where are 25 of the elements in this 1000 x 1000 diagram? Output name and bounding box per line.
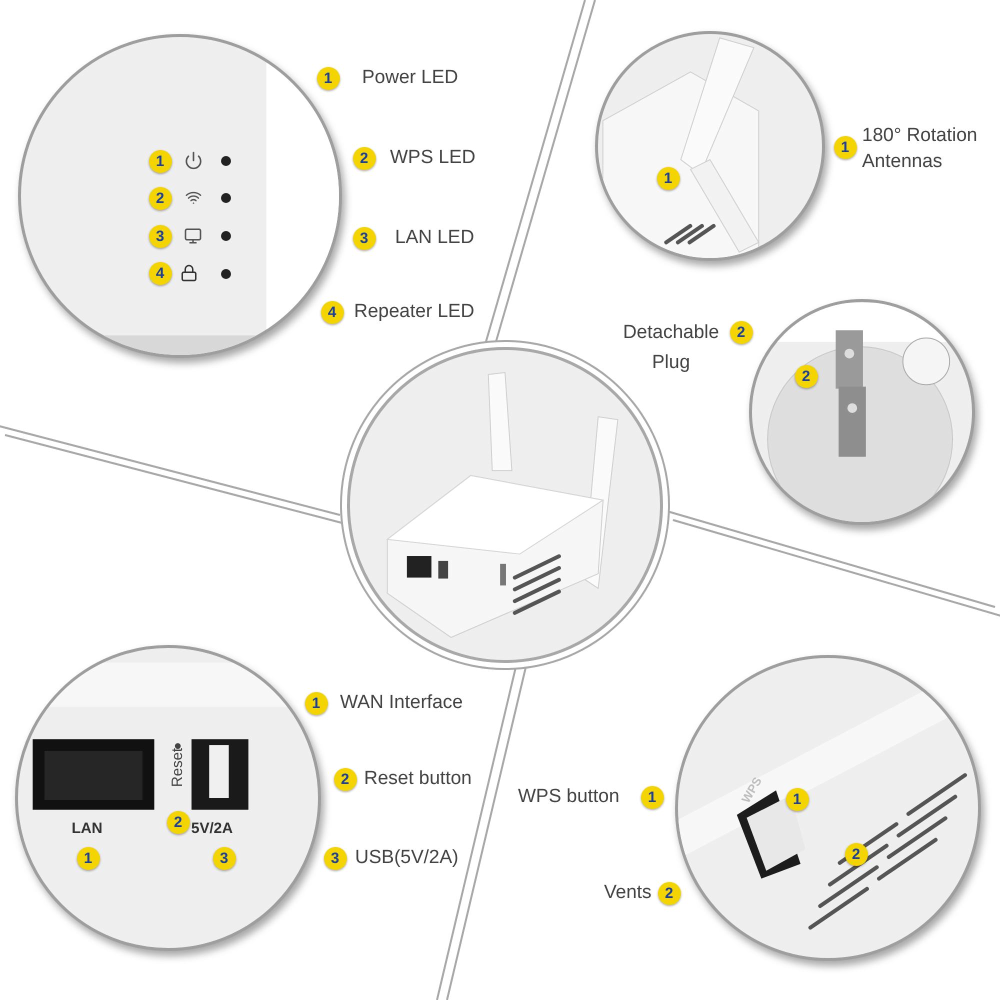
port-marking: LAN [72,820,102,838]
callout-number: 4 [320,300,344,324]
feature-label: Reset button [364,767,472,791]
feature-label: WPS button [518,785,620,809]
callout-number: 2 [730,320,752,344]
callout-number: 1 [640,786,664,808]
feature-label: Power LED [362,66,458,90]
feature-label: Vents [604,881,652,905]
feature-label: WPS LED [390,146,476,170]
feature-label: Repeater LED [354,300,474,324]
callout-number: 2 [334,768,356,790]
port-marking: 5V/2A [191,820,233,838]
callout-number: 2 [658,882,680,904]
feature-label: Detachable Plug [622,321,720,375]
port-marking: Reset [169,748,186,788]
callout-number: 3 [324,846,346,870]
callout-number: 3 [352,226,376,250]
feature-label: USB(5V/2A) [355,846,458,870]
callout-number: 1 [834,136,856,158]
feature-label: WAN Interface [340,691,463,715]
callout-number: 1 [316,66,340,90]
callout-number: 2 [352,146,376,170]
feature-label: LAN LED [395,226,474,250]
feature-label: 180° Rotation Antennas [862,124,978,174]
callout-number: 1 [304,692,328,714]
